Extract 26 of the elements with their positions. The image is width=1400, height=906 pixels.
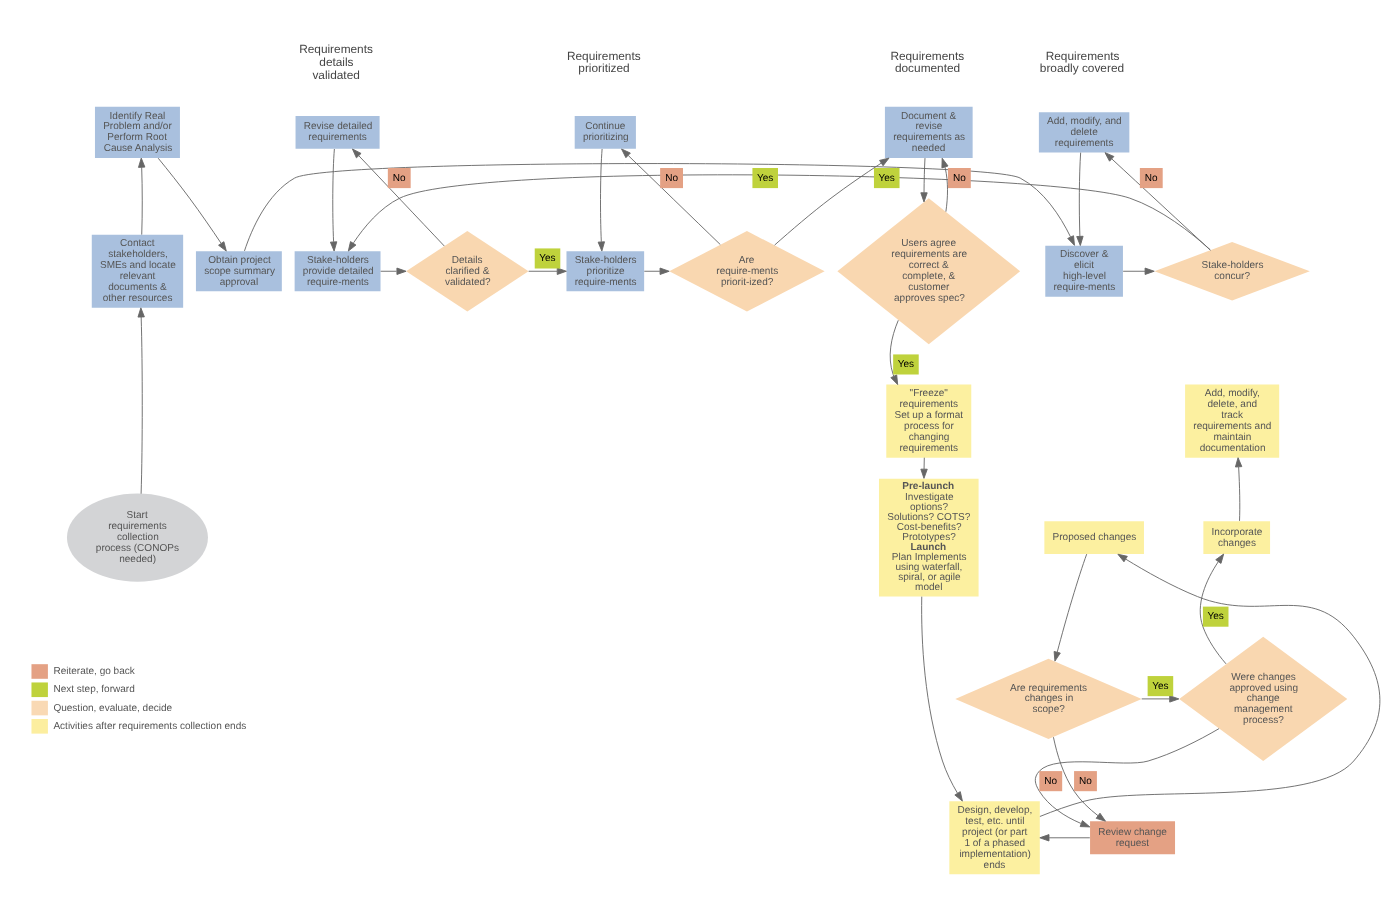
arrow <box>920 457 928 479</box>
arrow <box>528 267 567 275</box>
arrow <box>138 157 146 236</box>
arrow <box>889 319 899 385</box>
arrow <box>921 596 963 802</box>
arrow <box>244 163 1075 252</box>
arrow <box>774 157 890 246</box>
arrow <box>1235 457 1243 522</box>
arrow <box>1076 152 1084 246</box>
arrow <box>621 148 721 245</box>
arrow <box>347 174 1211 252</box>
arrow <box>1034 728 1220 828</box>
arrow <box>1141 695 1180 703</box>
arrow <box>352 148 445 247</box>
arrow <box>1052 736 1106 822</box>
arrow <box>137 307 145 495</box>
arrow <box>920 157 928 203</box>
arrow <box>1122 267 1155 275</box>
arrow <box>597 148 605 252</box>
arrow <box>329 148 338 252</box>
arrow <box>941 157 949 213</box>
arrow <box>380 267 407 275</box>
arrow <box>157 157 227 252</box>
arrow <box>1039 834 1091 842</box>
arrow <box>643 267 670 275</box>
arrow <box>1053 553 1088 662</box>
